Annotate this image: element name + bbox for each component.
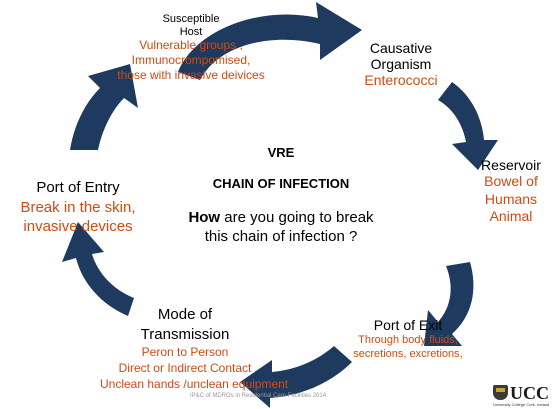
- susceptible-host-label: Susceptible Host Vulnerable groups , Imm…: [86, 13, 296, 83]
- susceptible-host-title-2: Host: [179, 25, 203, 38]
- center-text: VRE CHAIN OF INFECTION How are you going…: [186, 145, 376, 247]
- mode-of-transmission-title: Mode of: [157, 306, 213, 323]
- reservoir-label: Reservoir Bowel of Humans Animal: [455, 157, 553, 226]
- logo-name: UCC: [510, 383, 549, 403]
- reservoir-line-1: Bowel of: [484, 173, 538, 190]
- port-of-entry-label: Port of Entry Break in the skin, invasiv…: [0, 178, 156, 237]
- center-question-bold: How: [188, 208, 221, 226]
- port-of-exit-line-1: Through body fluids,: [358, 334, 458, 347]
- reservoir-title: Reservoir: [481, 157, 541, 173]
- port-of-exit-title: Port of Exit: [373, 317, 443, 333]
- arrow-transmission-to-entry: [62, 222, 134, 316]
- causative-organism-title: Causative: [369, 40, 433, 56]
- port-of-entry-line-1: Break in the skin,: [20, 198, 136, 216]
- reservoir-line-3: Animal: [489, 208, 533, 225]
- susceptible-host-title: Susceptible: [162, 13, 220, 25]
- crest-icon: [493, 385, 508, 400]
- port-of-entry-line-2: invasive devices: [23, 218, 133, 235]
- causative-organism-label: Causative Organism Enterococci: [336, 40, 466, 88]
- center-heading: VRE: [267, 145, 295, 160]
- port-of-exit-line-2: secretions, excretions,: [353, 348, 463, 361]
- mode-of-transmission-label: Mode of Transmission Peron to Person Dir…: [100, 305, 289, 393]
- ucc-logo: UCC University College Cork, Ireland: [493, 383, 553, 409]
- susceptible-host-line-3: those with invasive deivices: [117, 68, 265, 83]
- center-question-rest: are you going to break this chain of inf…: [204, 208, 374, 246]
- logo-subtitle: University College Cork, Ireland: [493, 402, 550, 407]
- causative-organism-value: Enterococci: [364, 72, 438, 89]
- susceptible-host-line-1: Vulnerable groups ,: [139, 38, 243, 53]
- slide-footer: IP&C of MDROs in Residential Care Facili…: [190, 393, 327, 399]
- mode-of-transmission-line-2: Direct or Indirect Contact: [118, 361, 252, 376]
- center-question: How are you going to break this chain of…: [186, 208, 376, 247]
- mode-of-transmission-line-1: Peron to Person: [141, 345, 229, 359]
- port-of-exit-label: Port of Exit Through body fluids, secret…: [328, 317, 488, 362]
- arrow-organism-to-reservoir: [438, 82, 498, 170]
- mode-of-transmission-title-2: Transmission: [140, 325, 230, 343]
- port-of-entry-title: Port of Entry: [36, 179, 120, 196]
- mode-of-transmission-line-3: Unclean hands /unclean equipment: [100, 377, 289, 392]
- arrow-reservoir-to-exit: [424, 262, 474, 346]
- reservoir-line-2: Humans: [484, 190, 538, 207]
- center-subheading: CHAIN OF INFECTION: [212, 175, 350, 191]
- susceptible-host-line-2: Immunocrompomised,: [131, 53, 251, 68]
- arrow-exit-to-transmission: [240, 346, 352, 408]
- arrow-entry-to-host: [70, 64, 138, 150]
- causative-organism-title-2: Organism: [370, 56, 432, 73]
- arrow-host-to-organism: [178, 2, 362, 80]
